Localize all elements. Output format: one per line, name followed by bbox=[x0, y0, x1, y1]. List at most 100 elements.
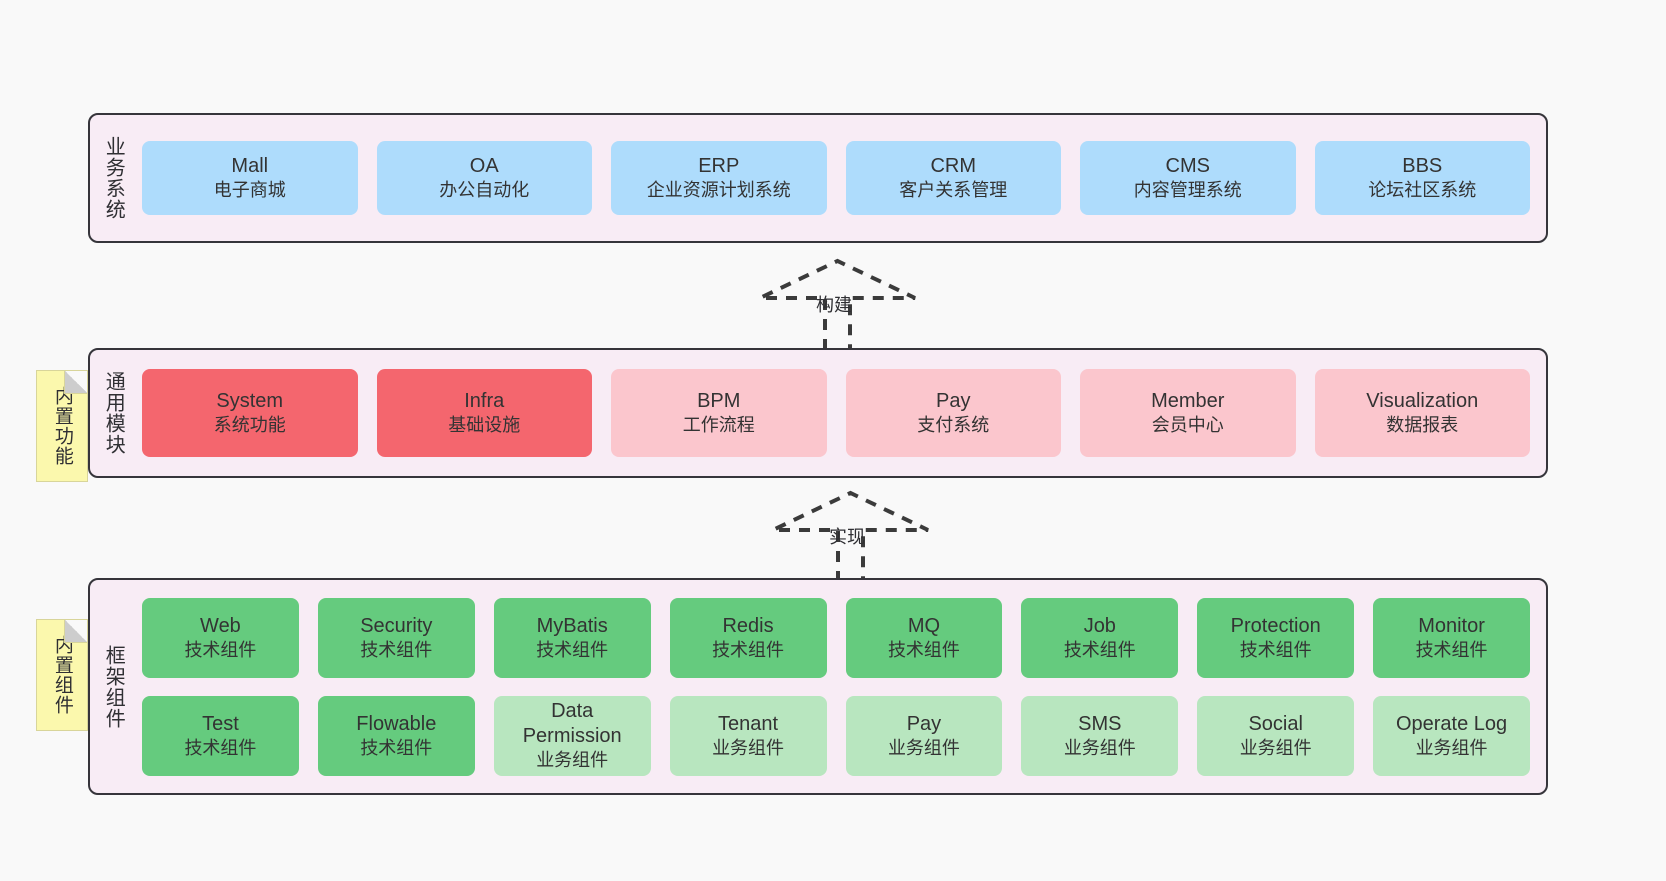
framework-card-operate-log[interactable]: Operate Log 业务组件 bbox=[1373, 695, 1530, 776]
common-modules-row: System 系统功能 Infra 基础设施 BPM 工作流程 Pay 支付系统… bbox=[142, 369, 1530, 457]
card-title: Flowable bbox=[356, 712, 437, 735]
framework-card-mq[interactable]: MQ 技术组件 bbox=[845, 597, 1003, 678]
card-subtitle: 办公自动化 bbox=[439, 180, 530, 201]
card-subtitle: 技术组件 bbox=[712, 639, 785, 660]
card-title: Test bbox=[202, 712, 239, 735]
generalization-arrow-path bbox=[759, 258, 916, 350]
business-system-card-mall[interactable]: Mall 电子商城 bbox=[142, 141, 358, 215]
card-title: Monitor bbox=[1418, 614, 1485, 637]
card-subtitle: 技术组件 bbox=[887, 639, 960, 660]
card-subtitle: 客户关系管理 bbox=[899, 180, 1008, 201]
card-subtitle: 系统功能 bbox=[213, 415, 286, 436]
framework-card-job[interactable]: Job 技术组件 bbox=[1021, 597, 1179, 678]
card-subtitle: 工作流程 bbox=[682, 415, 755, 436]
connector-implement-label: 实现 bbox=[829, 527, 865, 547]
card-title: BPM bbox=[697, 390, 741, 413]
card-title: CMS bbox=[1165, 155, 1210, 178]
card-title: Visualization bbox=[1366, 390, 1479, 413]
card-title: Redis bbox=[722, 614, 774, 637]
card-subtitle: 论坛社区系统 bbox=[1368, 180, 1477, 201]
business-system-card-bbs[interactable]: BBS 论坛社区系统 bbox=[1314, 141, 1530, 215]
framework-card-flowable[interactable]: Flowable 技术组件 bbox=[317, 695, 475, 776]
card-subtitle: 企业资源计划系统 bbox=[646, 180, 791, 201]
connector-implement-arrow bbox=[772, 490, 929, 582]
card-title: Mall bbox=[231, 155, 269, 178]
card-subtitle: 基础设施 bbox=[448, 415, 521, 436]
generalization-arrow-path bbox=[772, 490, 929, 582]
common-module-card-system[interactable]: System 系统功能 bbox=[142, 369, 358, 457]
card-subtitle: 技术组件 bbox=[184, 737, 257, 758]
card-title: Job bbox=[1083, 614, 1116, 637]
card-subtitle: 技术组件 bbox=[1415, 639, 1488, 660]
layer-framework-components-title: 框架组件 bbox=[102, 644, 125, 729]
card-title: Security bbox=[360, 614, 433, 637]
card-subtitle: 业务组件 bbox=[536, 750, 609, 771]
card-subtitle: 业务组件 bbox=[1415, 737, 1488, 758]
framework-card-monitor[interactable]: Monitor 技术组件 bbox=[1373, 597, 1530, 678]
framework-card-social[interactable]: Social 业务组件 bbox=[1197, 695, 1355, 776]
card-subtitle: 技术组件 bbox=[360, 737, 433, 758]
card-title: Member bbox=[1151, 390, 1225, 413]
layer-business-system-title: 业务系统 bbox=[102, 136, 125, 220]
card-title: System bbox=[216, 390, 284, 413]
card-title: Web bbox=[200, 614, 241, 637]
card-subtitle: 支付系统 bbox=[917, 415, 990, 436]
layer-common-modules: 通用模块 System 系统功能 Infra 基础设施 BPM 工作流程 Pay… bbox=[88, 348, 1548, 478]
card-subtitle: 业务组件 bbox=[1063, 737, 1136, 758]
business-system-card-crm[interactable]: CRM 客户关系管理 bbox=[845, 141, 1061, 215]
card-title: ERP bbox=[698, 155, 740, 178]
framework-card-security[interactable]: Security 技术组件 bbox=[317, 597, 475, 678]
framework-card-tenant[interactable]: Tenant 业务组件 bbox=[669, 695, 827, 776]
layer-business-system-body: Mall 电子商城 OA 办公自动化 ERP 企业资源计划系统 CRM 客户关系… bbox=[134, 115, 1546, 241]
framework-business-components-row: Test 技术组件 Flowable 技术组件 Data Permission … bbox=[142, 695, 1530, 776]
framework-card-test[interactable]: Test 技术组件 bbox=[142, 695, 299, 776]
framework-card-protection[interactable]: Protection 技术组件 bbox=[1197, 597, 1355, 678]
card-subtitle: 技术组件 bbox=[536, 639, 609, 660]
framework-card-data-permission[interactable]: Data Permission 业务组件 bbox=[493, 695, 651, 776]
card-subtitle: 业务组件 bbox=[1239, 737, 1312, 758]
card-title: Infra bbox=[464, 390, 505, 413]
connector-build-label: 构建 bbox=[816, 295, 852, 315]
common-module-card-pay[interactable]: Pay 支付系统 bbox=[845, 369, 1061, 457]
business-system-card-cms[interactable]: CMS 内容管理系统 bbox=[1080, 141, 1296, 215]
framework-card-pay[interactable]: Pay 业务组件 bbox=[845, 695, 1003, 776]
card-title: OA bbox=[469, 155, 499, 178]
card-title: CRM bbox=[930, 155, 977, 178]
framework-card-mybatis[interactable]: MyBatis 技术组件 bbox=[493, 597, 651, 678]
card-subtitle: 技术组件 bbox=[1063, 639, 1136, 660]
business-system-row: Mall 电子商城 OA 办公自动化 ERP 企业资源计划系统 CRM 客户关系… bbox=[142, 141, 1530, 215]
card-title: Tenant bbox=[718, 712, 779, 735]
business-system-card-oa[interactable]: OA 办公自动化 bbox=[376, 141, 592, 215]
connector-build-arrow bbox=[759, 258, 916, 350]
card-title: Operate Log bbox=[1395, 712, 1508, 735]
layer-business-system: 业务系统 Mall 电子商城 OA 办公自动化 ERP 企业资源计划系统 CRM… bbox=[88, 113, 1548, 243]
card-subtitle: 业务组件 bbox=[712, 737, 785, 758]
framework-card-sms[interactable]: SMS 业务组件 bbox=[1021, 695, 1179, 776]
card-title: Pay bbox=[936, 390, 971, 413]
common-module-card-visualization[interactable]: Visualization 数据报表 bbox=[1314, 369, 1530, 457]
card-title: MyBatis bbox=[536, 614, 608, 637]
framework-card-web[interactable]: Web 技术组件 bbox=[142, 597, 299, 678]
card-subtitle: 会员中心 bbox=[1151, 415, 1224, 436]
card-subtitle: 技术组件 bbox=[184, 639, 257, 660]
note-builtin-features: 内置功能 bbox=[36, 370, 88, 482]
card-title: Protection bbox=[1230, 614, 1321, 637]
business-system-card-erp[interactable]: ERP 企业资源计划系统 bbox=[611, 141, 827, 215]
common-module-card-member[interactable]: Member 会员中心 bbox=[1080, 369, 1296, 457]
card-subtitle: 电子商城 bbox=[213, 180, 286, 201]
common-module-card-infra[interactable]: Infra 基础设施 bbox=[376, 369, 592, 457]
layer-common-modules-title: 通用模块 bbox=[102, 371, 125, 455]
framework-tech-components-row: Web 技术组件 Security 技术组件 MyBatis 技术组件 Redi… bbox=[142, 597, 1530, 678]
layer-framework-components-body: Web 技术组件 Security 技术组件 MyBatis 技术组件 Redi… bbox=[134, 580, 1546, 793]
card-title: Social bbox=[1248, 712, 1303, 735]
card-subtitle: 数据报表 bbox=[1386, 415, 1459, 436]
common-module-card-bpm[interactable]: BPM 工作流程 bbox=[611, 369, 827, 457]
card-title: MQ bbox=[907, 614, 941, 637]
note-builtin-components: 内置组件 bbox=[36, 619, 88, 731]
card-subtitle: 内容管理系统 bbox=[1133, 180, 1242, 201]
card-subtitle: 技术组件 bbox=[360, 639, 433, 660]
note-builtin-components-label: 内置组件 bbox=[51, 635, 73, 715]
framework-card-redis[interactable]: Redis 技术组件 bbox=[669, 597, 827, 678]
card-subtitle: 业务组件 bbox=[887, 737, 960, 758]
layer-framework-components: 框架组件 Web 技术组件 Security 技术组件 MyBatis 技术组件… bbox=[88, 578, 1548, 795]
